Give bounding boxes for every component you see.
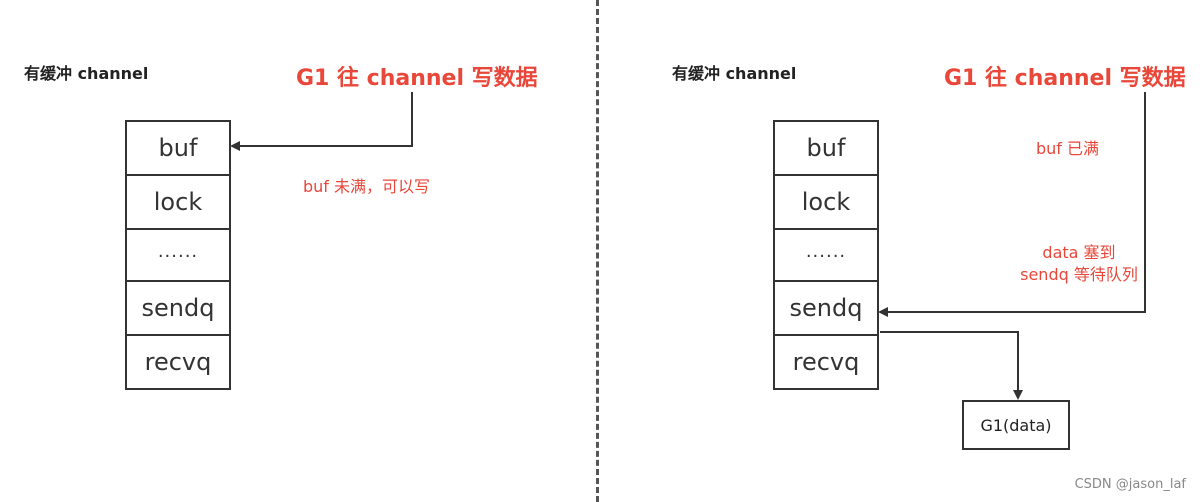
left-cell-recvq: recvq: [127, 336, 229, 390]
right-channel-struct: buf lock ...... sendq recvq: [773, 120, 879, 390]
goroutine-g1-box: G1(data): [962, 400, 1070, 450]
right-write-arrow: [878, 92, 1146, 317]
left-action-title: G1 往 channel 写数据: [296, 66, 538, 91]
left-channel-struct: buf lock ...... sendq recvq: [125, 120, 231, 390]
left-panel-title: 有缓冲 channel: [24, 64, 149, 83]
left-write-arrow: [230, 92, 413, 151]
watermark: CSDN @jason_laf: [1074, 477, 1186, 492]
right-cell-lock: lock: [775, 176, 877, 230]
right-cell-sendq: sendq: [775, 282, 877, 336]
right-queue-note: data 塞到 sendq 等待队列: [1004, 242, 1154, 286]
panel-divider: [596, 0, 599, 502]
right-buf-full-note: buf 已满: [1036, 139, 1100, 158]
right-cell-recvq: recvq: [775, 336, 877, 390]
left-cell-ellipsis: ......: [127, 230, 229, 282]
left-buf-note: buf 未满，可以写: [303, 177, 431, 196]
right-action-title: G1 往 channel 写数据: [944, 66, 1186, 91]
right-queue-note-line1: data 塞到: [1042, 243, 1116, 262]
left-cell-sendq: sendq: [127, 282, 229, 336]
left-cell-buf: buf: [127, 122, 229, 176]
right-panel-title: 有缓冲 channel: [672, 64, 797, 83]
sendq-to-g1-arrow: [880, 331, 1023, 400]
right-cell-ellipsis: ......: [775, 230, 877, 282]
left-cell-lock: lock: [127, 176, 229, 230]
right-cell-buf: buf: [775, 122, 877, 176]
right-queue-note-line2: sendq 等待队列: [1020, 265, 1138, 284]
